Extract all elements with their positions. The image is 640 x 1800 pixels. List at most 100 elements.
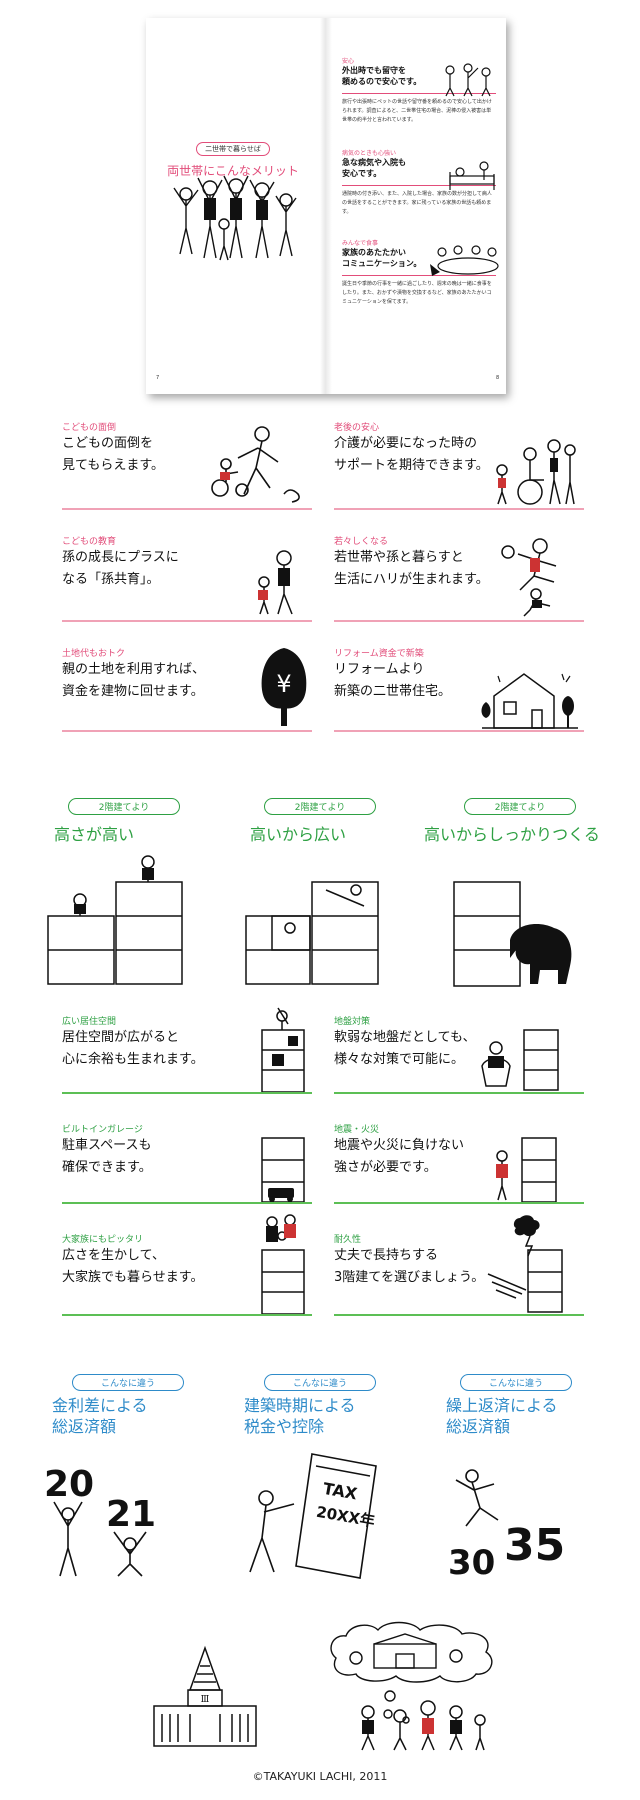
yen-tree-illustration: ¥ (261, 648, 307, 726)
booklet-item-heading: 急な病気や入院も 安心です。 (342, 158, 406, 178)
pink-item-category: こどもの教育 (62, 537, 117, 547)
pink-item-text: こどもの面倒を 見てもらえます。 (62, 436, 165, 473)
booklet-item-heading: 家族のあたたかい コミュニケーション。 (342, 248, 422, 268)
booklet-left-title: 両世帯にこんなメリット (167, 164, 299, 178)
green-header-title: 高さが高い (54, 825, 135, 844)
wheelchair-family-illustration (496, 439, 576, 505)
green-item-category: 地震・火災 (334, 1125, 380, 1135)
pink-item-category: 老後の安心 (334, 423, 380, 433)
green-header-tag: 2階建てより (68, 798, 180, 815)
earthquake-fire-illustration (496, 1137, 557, 1203)
green-item-3: ビルトインガレージ 駐車スペースも 確保できます。 (62, 1122, 282, 1179)
pink-item-text: 若世帯や孫と暮らすと 生活にハリが生まれます。 (334, 550, 489, 587)
booklet-item-1: 安心 外出時でも留守を 頼めるので安心です。 旅行や出張時にペットの世話や留守番… (342, 56, 496, 125)
booklet-left-tag: 二世帯で暮らせば (196, 142, 270, 156)
year-numbers-carrying-illustration: 20 21 (44, 1464, 156, 1577)
loan-years-35: 35 (504, 1520, 565, 1571)
grandpa-child-tricycle-illustration (211, 426, 300, 503)
pink-item-3: こどもの教育 孫の成長にプラスに なる「孫共育」。 (62, 534, 272, 591)
booklet-item-3: みんなで食事 家族のあたたかい コミュニケーション。 誕生日や季節の行事を一緒に… (342, 238, 496, 307)
year-number-20: 20 (44, 1464, 94, 1505)
booklet-item-body: 通院時の付き添い、また、入院した場合、家族の数が分担して病人の世話をすることがで… (342, 191, 492, 215)
green-item-text: 居住空間が広がると 心に余裕も生まれます。 (62, 1030, 204, 1067)
yen-symbol: ¥ (276, 670, 291, 698)
tax-label: TAX (322, 1479, 360, 1504)
copyright-text: ©TAKAYUKI LACHI, 2011 (252, 1770, 388, 1783)
green-item-category: 地盤対策 (334, 1017, 371, 1027)
family-waving-illustration (445, 63, 491, 97)
green-divider (334, 1314, 584, 1316)
booklet-spread: 二世帯で暮らせば 両世帯にこんなメリット 7 8 安心 外出時でも留守を 頼める… (146, 18, 506, 394)
green-item-text: 軟弱な地盤だとしても、 様々な対策で可能に。 (334, 1030, 476, 1067)
green-header-title: 高いからしっかりつくる (424, 825, 600, 844)
green-item-5: 大家族にもピッタリ 広さを生かして、 大家族でも暮らせます。 (62, 1232, 282, 1289)
green-header-title: 高いから広い (250, 825, 347, 844)
new-house-illustration (481, 673, 578, 729)
green-item-text: 地震や火災に負けない 強さが必要です。 (334, 1138, 465, 1175)
green-item-1: 広い居住空間 居住空間が広がると 心に余裕も生まれます。 (62, 1014, 282, 1071)
dreaming-family-illustration (330, 1621, 493, 1751)
pink-item-5: 土地代もおトク 親の土地を利用すれば、 資金を建物に回せます。 (62, 646, 272, 703)
pink-divider (334, 508, 584, 510)
family-crowd-illustration (173, 175, 297, 261)
pink-item-1: こどもの面倒 こどもの面倒を 見てもらえます。 (62, 420, 272, 477)
blue-item-tag: こんなに違う (72, 1374, 184, 1391)
booklet-item-heading: 外出時でも留守を 頼めるので安心です。 (342, 66, 422, 86)
pink-item-text: 介護が必要になった時の サポートを期待できます。 (334, 436, 489, 473)
green-item-text: 広さを生かして、 大家族でも暮らせます。 (62, 1248, 204, 1285)
green-divider (62, 1202, 312, 1204)
hospital-bed-illustration (449, 161, 495, 190)
green-item-text: 駐車スペースも 確保できます。 (62, 1138, 152, 1175)
blue-item-title: 繰上返済による 総返済額 (446, 1396, 558, 1436)
garage-building-illustration (261, 1137, 305, 1203)
green-header-3: 2階建てより 高いからしっかりつくる (424, 798, 624, 845)
booklet-item-2: 病気のときも心強い 急な病気や入院も 安心です。 通院時の付き添い、また、入院し… (342, 148, 496, 217)
diet-building-illustration: Ⅲ (153, 1645, 257, 1747)
pink-divider (62, 620, 312, 622)
booklet-item-label: 安心 (342, 58, 355, 65)
blue-item-2: こんなに違う 建築時期による 税金や控除 (244, 1374, 414, 1437)
year-number-21: 21 (106, 1494, 156, 1535)
booklet-item-body: 旅行や出張時にペットの世話や留守番を頼めるので安心して出かけられます。調査による… (342, 99, 492, 123)
pink-item-4: 若々しくなる 若世帯や孫と暮らすと 生活にハリが生まれます。 (334, 534, 554, 591)
booklet-item-label: 病気のときも心強い (342, 150, 397, 157)
grandpa-soccer-illustration (501, 538, 557, 617)
pink-item-2: 老後の安心 介護が必要になった時の サポートを期待できます。 (334, 420, 554, 477)
taller-building-illustration (47, 855, 183, 985)
blue-item-tag: こんなに違う (460, 1374, 572, 1391)
tax-calendar-illustration: TAX 20XX年 (249, 1453, 377, 1579)
booklet-page-right: 8 (496, 375, 500, 381)
green-header-1: 2階建てより 高さが高い (54, 798, 214, 845)
diet-emblem: Ⅲ (201, 1695, 210, 1705)
dinner-table-illustration (430, 245, 499, 276)
green-header-2: 2階建てより 高いから広い (250, 798, 410, 845)
pink-item-category: こどもの面倒 (62, 423, 117, 433)
three-floor-rooms-illustration (261, 1007, 305, 1093)
pink-item-category: 土地代もおトク (62, 649, 126, 659)
green-header-tag: 2階建てより (464, 798, 576, 815)
blue-item-3: こんなに違う 繰上返済による 総返済額 (446, 1374, 616, 1437)
green-item-category: ビルトインガレージ (62, 1125, 143, 1135)
blue-item-tag: こんなに違う (264, 1374, 376, 1391)
tax-year-label: 20XX年 (315, 1503, 376, 1531)
green-divider (62, 1314, 312, 1316)
big-family-building-illustration (261, 1214, 305, 1315)
pink-item-6: リフォーム資金で新築 リフォームより 新築の二世帯住宅。 (334, 646, 554, 703)
storm-building-illustration (487, 1215, 563, 1313)
pink-divider (334, 620, 584, 622)
pink-item-text: 親の土地を利用すれば、 資金を建物に回せます。 (62, 662, 206, 699)
blue-item-title: 金利差による 総返済額 (52, 1396, 148, 1436)
green-item-4: 地震・火災 地震や火災に負けない 強さが必要です。 (334, 1122, 564, 1179)
green-item-6: 耐久性 丈夫で長持ちする 3階建てを選びましょう。 (334, 1232, 564, 1289)
booklet-item-label: みんなで食事 (342, 240, 379, 247)
ground-foundation-illustration (481, 1029, 559, 1091)
pink-item-text: 孫の成長にプラスに なる「孫共育」。 (62, 550, 179, 587)
pink-item-text: リフォームより 新築の二世帯住宅。 (334, 662, 452, 699)
booklet-left-header: 二世帯で暮らせば 両世帯にこんなメリット (146, 136, 320, 179)
pink-item-category: リフォーム資金で新築 (334, 649, 424, 659)
pink-item-category: 若々しくなる (334, 537, 389, 547)
green-divider (334, 1202, 584, 1204)
booklet-item-body: 誕生日や季節の行事を一緒に過ごしたり、週末の晩は一緒に食事をしたり。また、おかず… (342, 281, 492, 305)
elephant-building-illustration (453, 881, 572, 987)
pink-divider (62, 508, 312, 510)
